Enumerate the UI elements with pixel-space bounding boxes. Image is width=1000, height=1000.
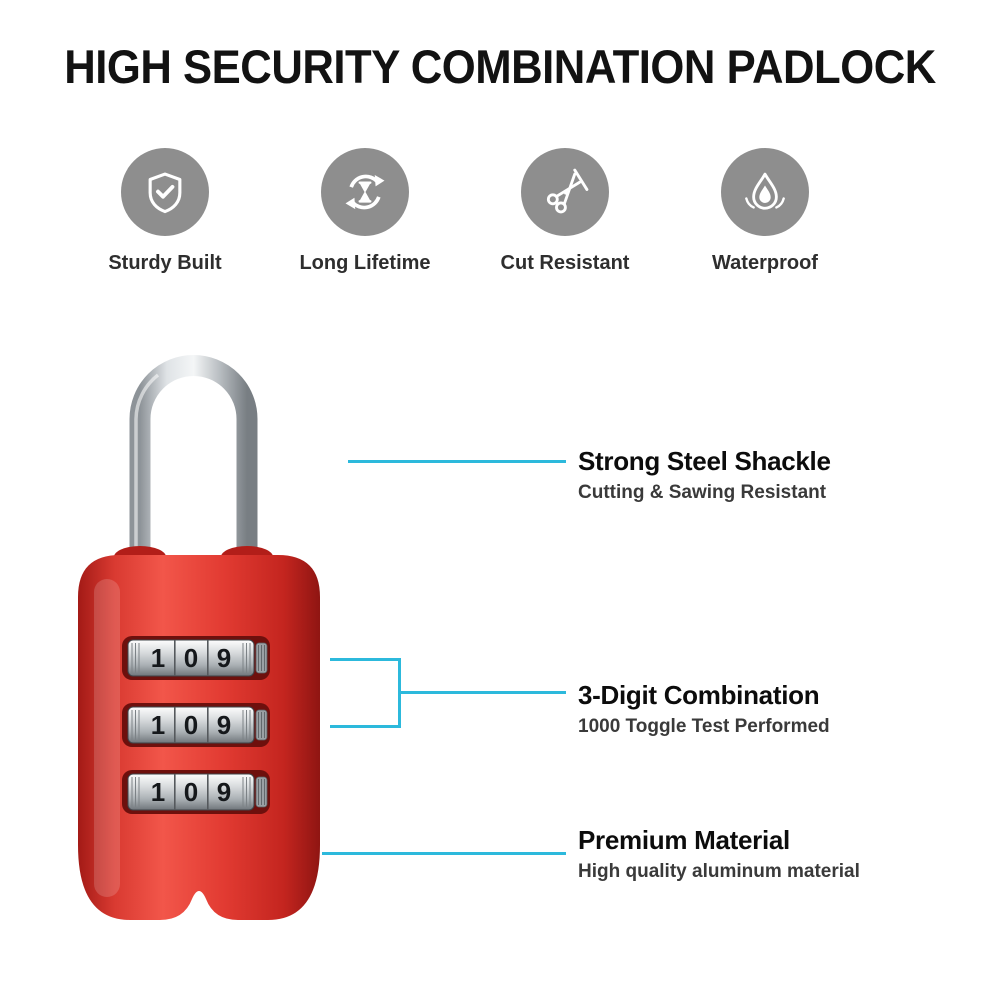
dial-digit: 1 bbox=[151, 777, 165, 807]
dial-knob bbox=[255, 776, 268, 808]
dial-knob bbox=[255, 709, 268, 741]
feature-sturdy-built: Sturdy Built bbox=[70, 148, 260, 275]
callout-heading: Strong Steel Shackle bbox=[578, 446, 831, 476]
water-drop-glyph bbox=[745, 172, 785, 210]
refresh-hourglass-glyph bbox=[345, 174, 385, 210]
water-drop-icon bbox=[721, 148, 809, 236]
callout-subtext: High quality aluminum material bbox=[578, 861, 860, 882]
shield-check-icon bbox=[121, 148, 209, 236]
feature-long-lifetime: Long Lifetime bbox=[270, 148, 460, 275]
dial-digit: 0 bbox=[184, 710, 198, 740]
steel-shackle bbox=[129, 355, 258, 577]
callout-heading: Premium Material bbox=[578, 825, 790, 855]
callout-line-shackle bbox=[348, 460, 566, 463]
callout-heading: 3-Digit Combination bbox=[578, 680, 820, 710]
callout-subtext: Cutting & Sawing Resistant bbox=[578, 482, 827, 503]
refresh-hourglass-icon bbox=[321, 148, 409, 236]
feature-label: Sturdy Built bbox=[108, 252, 222, 274]
page-title: HIGH SECURITY COMBINATION PADLOCK bbox=[64, 40, 936, 94]
callout-line-dial-main bbox=[398, 691, 566, 694]
shield-check-glyph bbox=[148, 172, 182, 214]
dial-row-1: 1 0 9 bbox=[122, 636, 270, 680]
dial-digit: 0 bbox=[184, 777, 198, 807]
padlock-image: 1 0 9 1 0 9 bbox=[78, 355, 320, 920]
dial-digit: 1 bbox=[151, 710, 165, 740]
callout-subtext: 1000 Toggle Test Performed bbox=[578, 716, 830, 737]
feature-label: Waterproof bbox=[712, 252, 818, 274]
scissors-cut-icon bbox=[521, 148, 609, 236]
dial-digit: 9 bbox=[217, 777, 231, 807]
callout-line-dial-top bbox=[330, 658, 401, 661]
callout-combination: 3-Digit Combination 1000 Toggle Test Per… bbox=[578, 680, 830, 738]
callout-material: Premium Material High quality aluminum m… bbox=[578, 825, 860, 883]
scissors-glyph bbox=[546, 168, 589, 214]
dial-digit: 0 bbox=[184, 643, 198, 673]
shackle-highlight bbox=[134, 373, 160, 571]
dial-row-3: 1 0 9 bbox=[122, 770, 270, 814]
feature-label: Long Lifetime bbox=[299, 252, 431, 274]
feature-cut-resistant: Cut Resistant bbox=[470, 148, 660, 275]
callout-shackle: Strong Steel Shackle Cutting & Sawing Re… bbox=[578, 446, 831, 504]
feature-waterproof: Waterproof bbox=[670, 148, 860, 275]
dial-row-2: 1 0 9 bbox=[122, 703, 270, 747]
body-highlight bbox=[94, 579, 120, 897]
dial-digit: 9 bbox=[217, 643, 231, 673]
feature-row: Sturdy Built Long Li bbox=[70, 148, 860, 275]
feature-label: Cut Resistant bbox=[500, 252, 630, 274]
dial-knob bbox=[255, 642, 268, 674]
callout-line-dial-middle bbox=[330, 725, 401, 728]
dial-digit: 9 bbox=[217, 710, 231, 740]
dial-digit: 1 bbox=[151, 643, 165, 673]
callout-line-material bbox=[322, 852, 566, 855]
